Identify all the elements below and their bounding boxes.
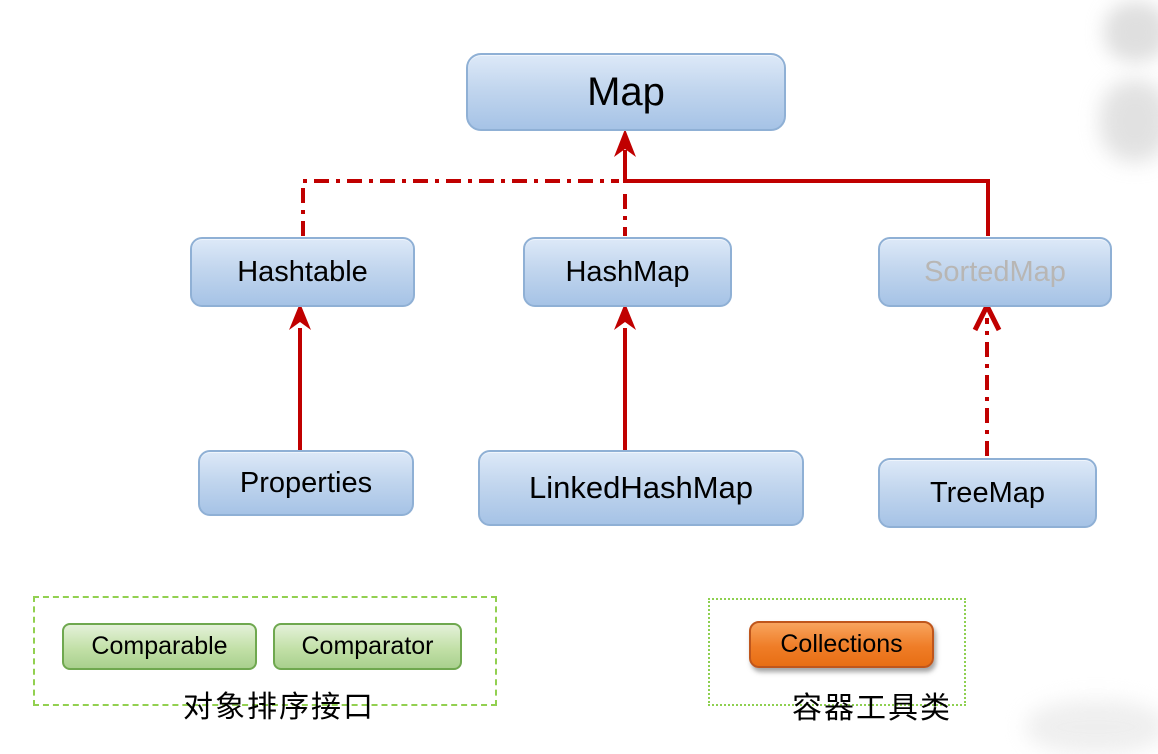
node-hashtable: Hashtable xyxy=(190,237,415,307)
node-linkedhashmap: LinkedHashMap xyxy=(478,450,804,526)
caption-container-utils: 容器工具类 xyxy=(792,692,952,725)
caption-sorting-interfaces: 对象排序接口 xyxy=(183,691,375,724)
node-comparable: Comparable xyxy=(62,623,257,670)
node-hashmap: HashMap xyxy=(523,237,732,307)
edge-hashtable-to-map xyxy=(301,179,619,236)
node-treemap: TreeMap xyxy=(878,458,1097,528)
node-properties: Properties xyxy=(198,450,414,516)
node-map: Map xyxy=(466,53,786,131)
arrowhead-into-hashmap xyxy=(614,303,636,330)
arrowhead-into-map xyxy=(614,129,636,157)
node-collections: Collections xyxy=(749,621,934,668)
node-sortedmap: SortedMap xyxy=(878,237,1112,307)
watermark-smudge-top-right-2 xyxy=(1100,80,1158,162)
node-comparator: Comparator xyxy=(273,623,462,670)
group-sorting-interfaces xyxy=(33,596,497,706)
arrowhead-into-hashtable xyxy=(289,303,311,330)
watermark-smudge-top-right-1 xyxy=(1104,2,1158,62)
group-container-utils xyxy=(708,598,966,706)
edge-sortedmap-to-map xyxy=(623,179,990,236)
connector-layer xyxy=(289,129,1002,456)
